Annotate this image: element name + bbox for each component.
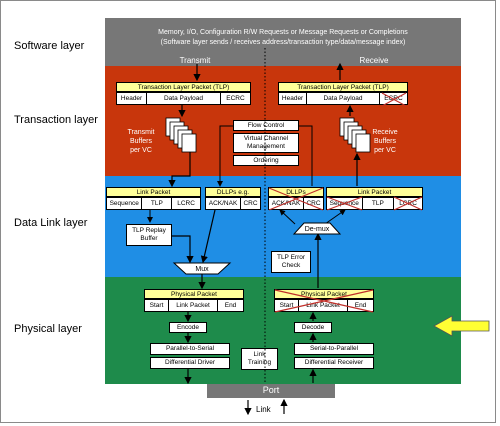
receive-label: Receive [359, 56, 389, 65]
cross-ecrc-b [381, 92, 407, 107]
stripped-fields-crosses [268, 92, 423, 313]
driver-box: Differential Driver [150, 357, 230, 369]
demux-shape [292, 222, 342, 235]
datalink-layer-label: Data Link layer [14, 217, 88, 229]
transaction-layer-label: Transaction layer [14, 114, 98, 126]
tlp-error-check-box: TLP Error Check [271, 251, 311, 273]
receive-buffers-line3: per VC [374, 147, 396, 154]
software-line-1: Memory, I/O, Configuration R/W Requests … [158, 29, 408, 36]
s2p-box: Serial-to-Parallel [294, 343, 374, 355]
link-packet-tx-lcrc: LCRC [177, 200, 195, 207]
physical-packet-tx-fields: Start Link Packet End [144, 299, 244, 312]
software-layer-label: Software layer [14, 40, 85, 52]
link-training-line1: Link [253, 351, 266, 358]
software-line-2: (Software layer sends / receives address… [160, 39, 406, 46]
flow-to-dllp-arrow [217, 125, 233, 187]
link-label: Link [256, 405, 271, 414]
tlp-rx-title: Transaction Layer Packet (TLP) [278, 82, 408, 92]
physical-packet-rx-fields: Start Link Packet End [274, 299, 374, 312]
tlp-rx-header: Header [279, 93, 308, 104]
dllp-tx-crc: CRC [243, 200, 258, 207]
receive-buffers-line1: Receive [372, 129, 398, 136]
tlp-tx-payload: Data Payload [147, 93, 221, 104]
dllp-tx-fields: ACK/NAK CRC [205, 197, 261, 210]
tlp-error-check-line2: Check [281, 262, 301, 269]
link-packet-tx-tlp: TLP [142, 198, 173, 209]
link-packet-rx-title: Link Packet [326, 187, 423, 197]
replay-buffer-line2: Buffer [140, 235, 158, 242]
mux-label: Mux [195, 266, 209, 273]
replay-buffer-box: TLP Replay Buffer [126, 224, 172, 246]
txbuf-to-linkpacket-arrow [168, 152, 191, 188]
receive-buffers-line2: Buffers [373, 138, 397, 145]
mux-shape [172, 262, 232, 275]
dllp-rx-title: DLLPs [268, 187, 324, 197]
physical-layer-pointer-arrow [433, 315, 490, 337]
p2s-box: Parallel-to-Serial [150, 343, 230, 355]
replay-buffer-line1: TLP Replay [132, 227, 166, 234]
link-training-box: Link Training [241, 348, 278, 370]
physical-packet-tx-link-packet: Link Packet [169, 300, 219, 311]
transmit-buffers-icon [165, 117, 197, 153]
software-band [105, 18, 461, 66]
receiver-box: Differential Receiver [294, 357, 374, 369]
flow-control-box: Flow Control [233, 120, 299, 131]
port-bar [207, 384, 335, 398]
cross-sequence-b [326, 196, 363, 211]
rx-buffer-page-5 [355, 133, 371, 153]
dllp-rx-crc: CRC [306, 200, 321, 207]
physical-packet-tx-title: Physical Packet [144, 289, 244, 299]
dllp-tx-title: DLLPs e.g. [205, 187, 261, 197]
physical-packet-tx-end: End [224, 302, 237, 309]
demux-to-linkpacket-arrow [324, 209, 346, 225]
transmit-buffers-line1: Transmit [127, 129, 155, 136]
vc-management-line2: Management [247, 143, 285, 150]
tlp-tx-ecrc: ECRC [226, 95, 245, 102]
tlp-tx-header: Header [117, 93, 148, 104]
physical-packet-rx-title: Physical Packet [274, 289, 374, 299]
vc-management-line1: Virtual Channel [243, 135, 289, 142]
ordering-box: Ordering [233, 155, 299, 166]
tlp-tx-fields: Header Data Payload ECRC [116, 92, 251, 105]
tlp-error-check-line1: TLP Error [276, 254, 306, 261]
physical-packet-rx-link-packet: Link Packet [299, 300, 349, 311]
tx-buffer-page-5 [181, 133, 197, 153]
transmit-buffers-label: Transmit Buffers per VC [118, 128, 164, 155]
transmit-buffers-line3: per VC [130, 147, 152, 154]
link-training-line2: Training [247, 359, 272, 366]
decode-box: Decode [294, 322, 332, 333]
physical-packet-rx-start: Start [275, 300, 300, 311]
receive-buffers-icon [339, 117, 371, 153]
link-packet-tx-sequence: Sequence [107, 198, 143, 209]
encode-box: Encode [169, 322, 207, 333]
vc-management-box: Virtual Channel Management [233, 133, 299, 153]
receive-buffers-label: Receive Buffers per VC [362, 128, 408, 155]
cross-physical-b [274, 289, 374, 313]
physical-packet-tx-start: Start [145, 300, 170, 311]
transmit-buffers-line2: Buffers [129, 138, 153, 145]
demux-label: De-mux [305, 226, 330, 233]
link-packet-tx-title: Link Packet [106, 187, 201, 197]
link-packet-tx-fields: Sequence TLP LCRC [106, 197, 201, 210]
demux-to-dllp-arrow [279, 209, 296, 225]
cross-lcrc-b [393, 196, 423, 211]
cross-dllp-b [268, 187, 324, 211]
port-label: Port [262, 385, 280, 395]
tlp-rx-ecrc: ECRC [384, 95, 403, 102]
dllp-to-mux-arrow [200, 209, 216, 264]
link-packet-rx-tlp: TLP [363, 198, 395, 209]
physical-packet-rx-end: End [354, 302, 367, 309]
physical-layer-label: Physical layer [14, 323, 82, 335]
replay-to-mux-arrow [172, 235, 194, 264]
flow-from-dllp-line [299, 125, 313, 186]
dllp-tx-acknak: ACK/NAK [206, 198, 242, 209]
transmit-label: Transmit [179, 56, 211, 65]
tlp-rx-payload: Data Payload [307, 93, 380, 104]
tlp-tx-title: Transaction Layer Packet (TLP) [116, 82, 251, 92]
tlp-rx-fields: Header Data Payload ECRC [278, 92, 408, 105]
